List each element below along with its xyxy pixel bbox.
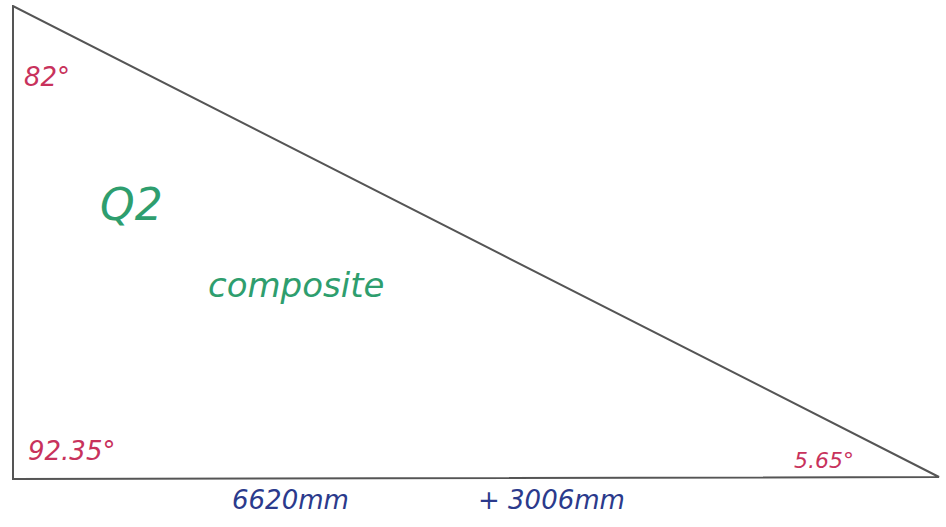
- angle-label: 5.65°: [794, 449, 854, 473]
- triangle-outline: [12, 5, 940, 480]
- triangle-line: [13, 6, 939, 479]
- dimension-label: 6620mm: [232, 486, 349, 515]
- dimension-label: + 3006mm: [478, 486, 625, 515]
- shape-label: Q2: [100, 181, 163, 229]
- triangle-shape: 82° Q2 composite 92.35° 5.65°: [12, 5, 940, 480]
- shape-label: composite: [208, 267, 384, 304]
- angle-label: 92.35°: [28, 437, 115, 466]
- angle-label: 82°: [24, 63, 70, 92]
